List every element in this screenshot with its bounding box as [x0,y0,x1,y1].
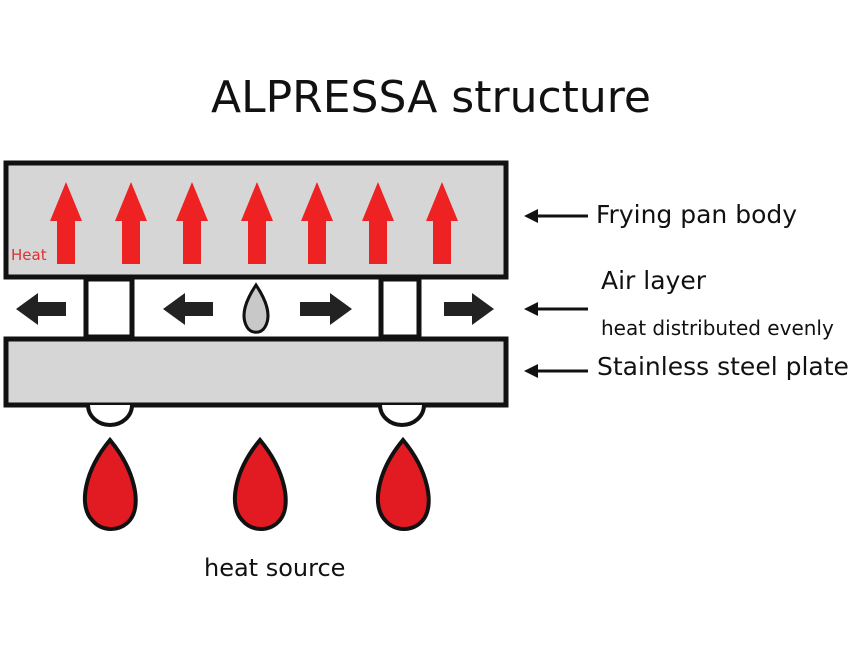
heat-arrow [115,182,147,264]
flames [82,436,431,531]
heat-arrow [50,182,82,264]
frying-pan-body-label: Frying pan body [596,200,798,229]
foot-right [378,404,426,427]
flame-icon [232,436,288,531]
air-layer-label: Air layer [601,266,706,295]
heat-arrow [176,182,208,264]
support-right-box [378,276,422,340]
heat-arrow [362,182,394,264]
heat-arrow [241,182,273,264]
heat-arrows [50,182,458,264]
flame-icon [82,436,138,531]
foot-left [86,404,134,427]
heat-source-label: heat source [204,554,346,582]
heat-arrow [301,182,333,264]
heat-label: Heat [11,246,47,264]
diagram-title: ALPRESSA structure [211,72,651,123]
air-arrow-left [16,293,66,325]
air-arrows [16,293,494,325]
flame-icon [375,436,431,531]
stainless-steel-label: Stainless steel plate [597,352,849,381]
label-pointers [524,209,588,378]
air-arrow-left [163,293,213,325]
heat-arrow [426,182,458,264]
stainless-steel-plate [3,336,509,408]
air-arrow-right [300,293,352,325]
air-droplet-icon [242,282,270,334]
heat-distributed-label: heat distributed evenly [601,316,834,340]
air-arrow-right [444,293,494,325]
support-left-box [83,276,135,340]
